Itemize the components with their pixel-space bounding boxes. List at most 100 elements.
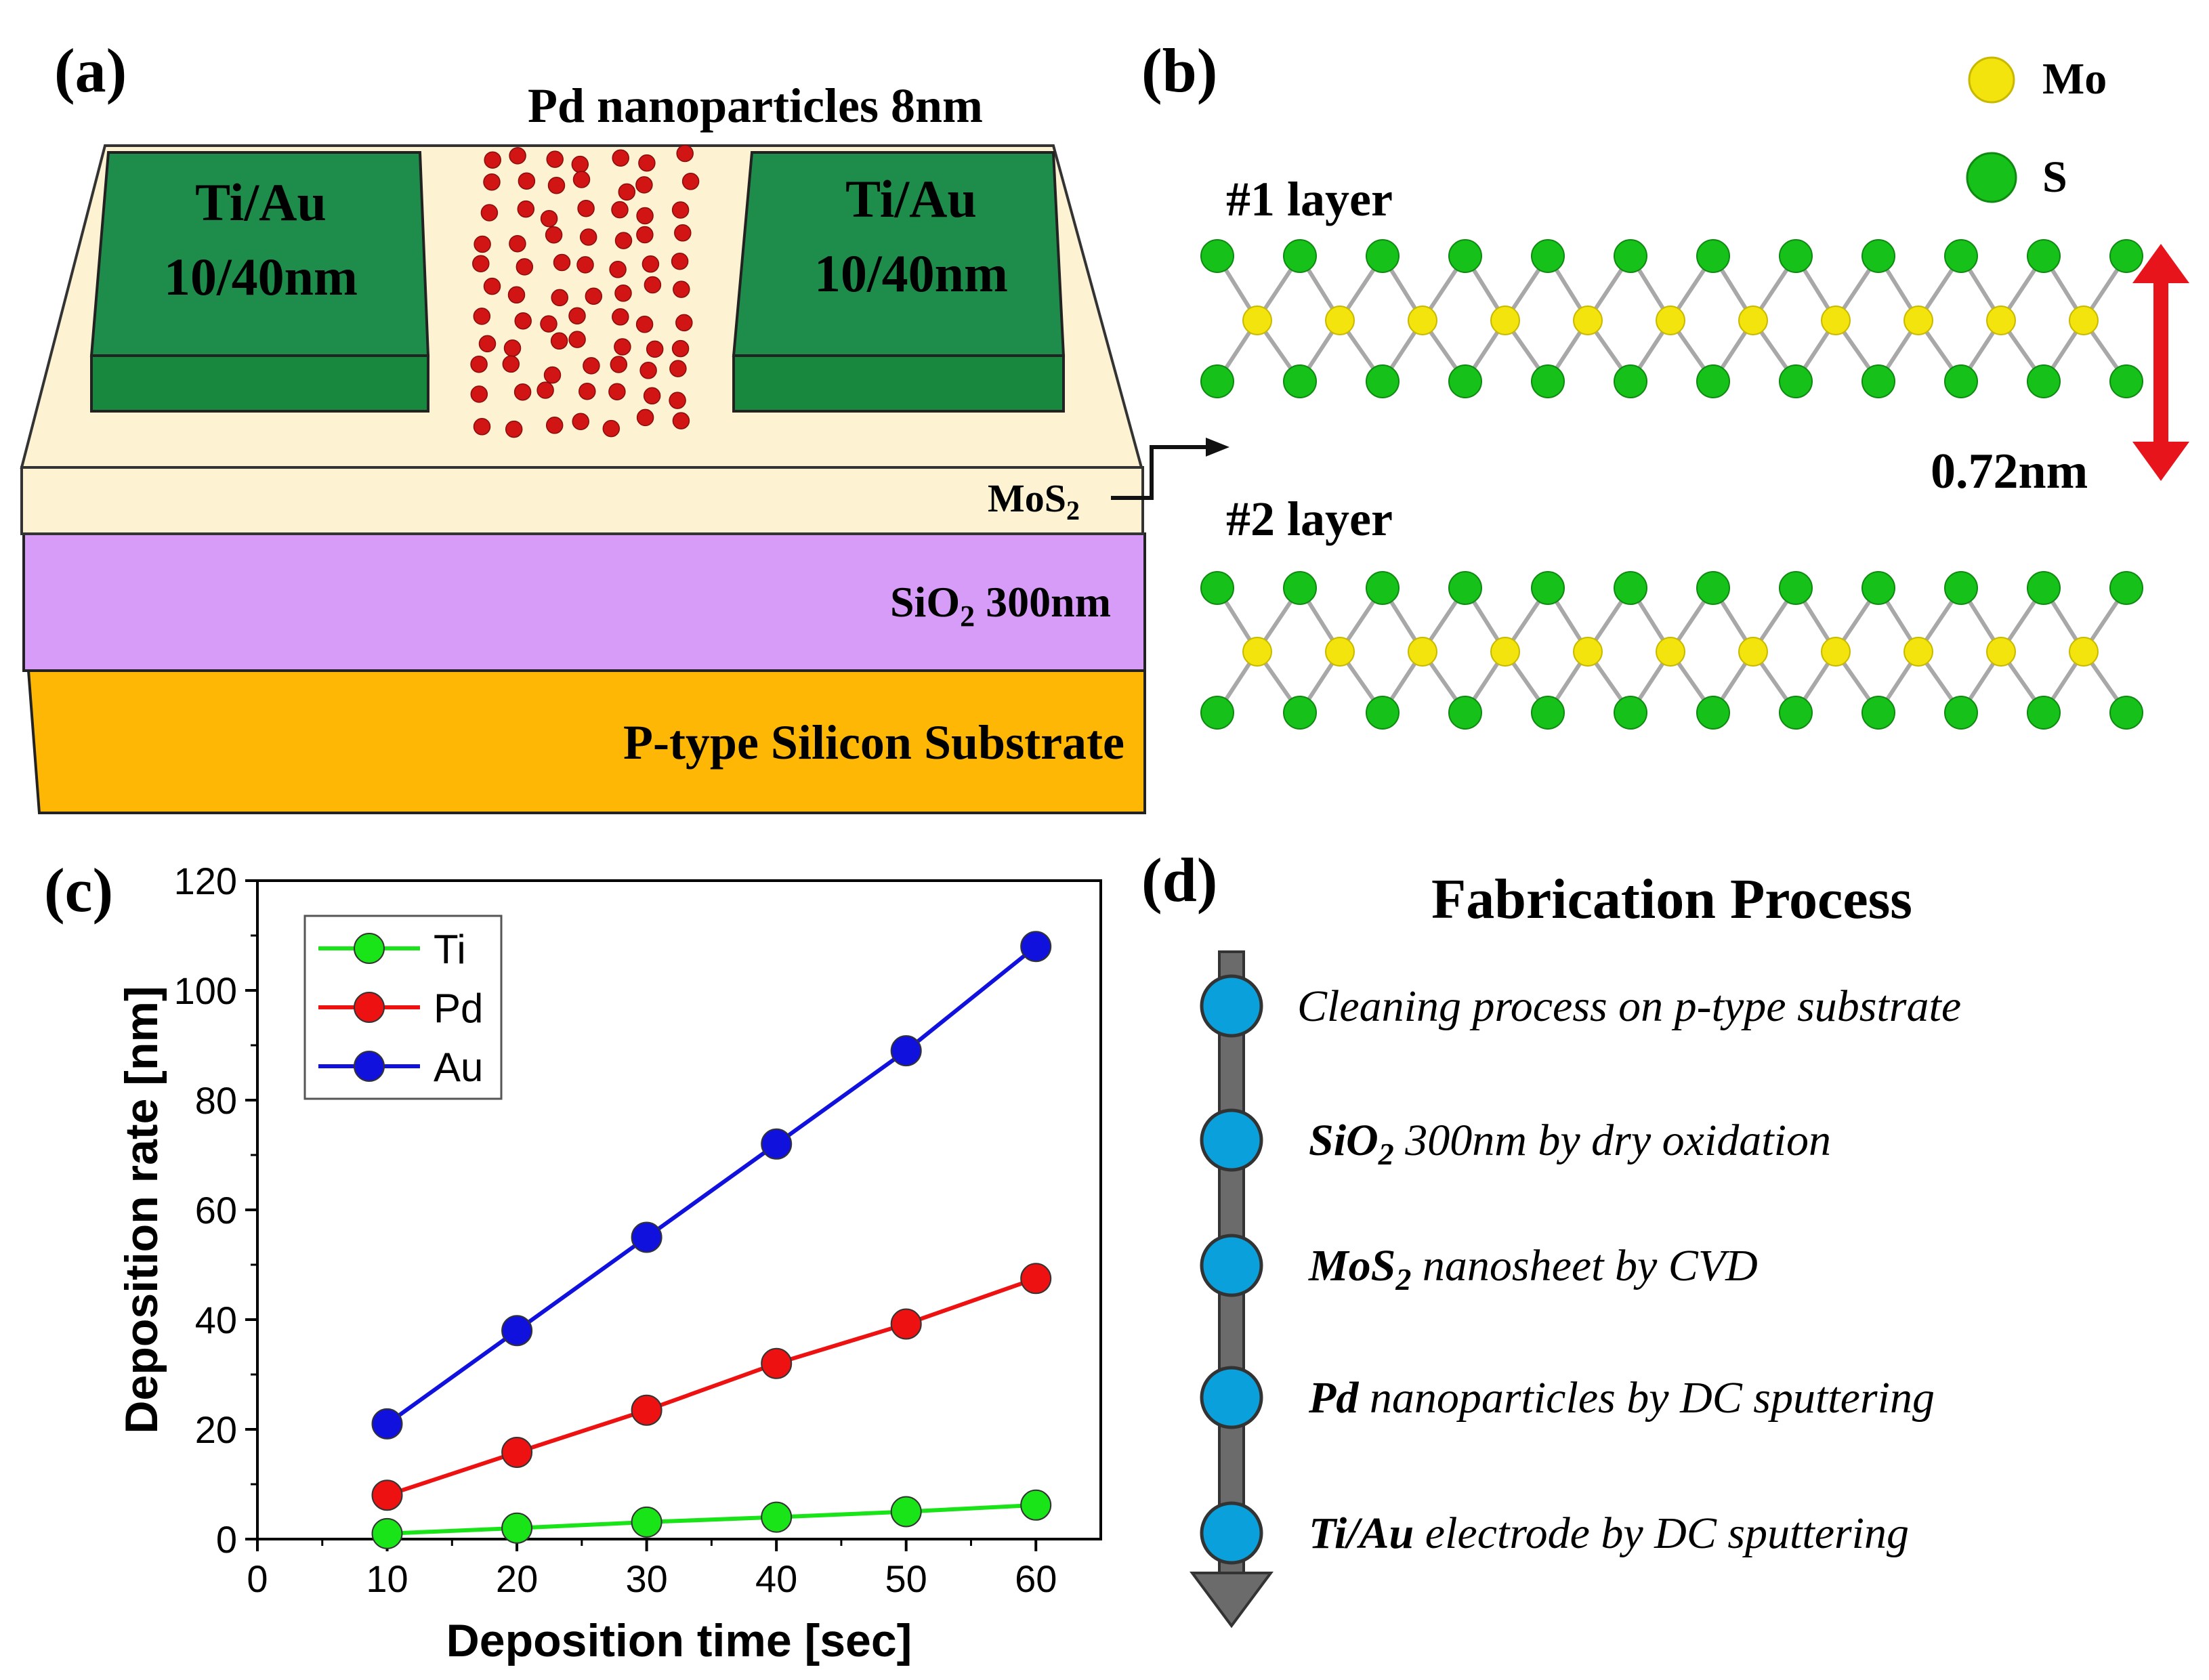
s-atom <box>1531 571 1565 605</box>
mo-atom <box>1986 637 2016 667</box>
s-atom <box>1200 571 1234 605</box>
point-au <box>1020 931 1052 963</box>
electrode-right-front <box>732 354 1065 413</box>
s-atom <box>1614 239 1647 273</box>
process-step-text: Pd nanoparticles by DC sputtering <box>1308 1373 1935 1423</box>
pd-nanoparticle <box>602 419 620 438</box>
point-pd <box>761 1347 793 1379</box>
pd-nanoparticle <box>676 144 694 163</box>
s-atom <box>1696 696 1730 730</box>
panel-c-label: (c) <box>44 856 113 925</box>
pd-nanoparticle <box>516 258 534 276</box>
layer2-label: #2 layer <box>1226 492 1393 546</box>
process-arrow-head <box>1190 1572 1274 1629</box>
pd-nanoparticle <box>635 316 654 333</box>
process-step-sub: 2 <box>1378 1137 1394 1171</box>
s-atom <box>1448 696 1482 730</box>
s-atom <box>1531 239 1565 273</box>
s-atom <box>1696 239 1730 273</box>
pd-nanoparticle <box>675 314 693 332</box>
point-ti <box>890 1496 922 1528</box>
pd-nanoparticle <box>612 308 629 326</box>
process-step-rest: nanoparticles by DC sputtering <box>1358 1373 1935 1423</box>
s-atom <box>1531 364 1565 398</box>
pd-nanoparticle <box>641 255 660 273</box>
pd-nanoparticle <box>612 149 629 167</box>
x-tick-label: 0 <box>247 1557 268 1600</box>
s-atom <box>1283 239 1317 273</box>
pd-nanoparticle <box>540 209 558 228</box>
panel-b-label: (b) <box>1141 36 1217 105</box>
pd-nanoparticle <box>545 417 564 434</box>
point-pd <box>631 1394 662 1426</box>
mo-atom <box>1490 306 1520 335</box>
series-line-ti <box>387 1503 1036 1536</box>
point-pd <box>890 1308 922 1340</box>
y-tick-label: 80 <box>195 1079 237 1122</box>
pd-nanoparticle <box>480 204 499 222</box>
s-atom <box>1779 571 1813 605</box>
mo-atom <box>1821 306 1851 335</box>
x-tick-label: 10 <box>366 1557 408 1600</box>
mos2-label-text: MoS <box>988 476 1066 520</box>
pd-nanoparticle <box>614 232 633 249</box>
x-tick-label: 20 <box>496 1557 538 1600</box>
pd-nanoparticle <box>610 356 628 373</box>
s-atom <box>1448 571 1482 605</box>
pd-nanoparticle <box>517 200 535 218</box>
pd-nanoparticle <box>503 339 522 357</box>
process-step-text: Cleaning process on p-type substrate <box>1297 982 1961 1031</box>
mos2-front-face <box>20 466 1144 535</box>
mo-atom <box>2069 637 2099 667</box>
point-ti <box>501 1512 533 1544</box>
legend-label-au: Au <box>434 1045 483 1090</box>
s-atom <box>2027 364 2061 398</box>
mo-atom <box>1242 637 1272 667</box>
mo-atom <box>1408 306 1437 335</box>
pd-nanoparticle <box>671 339 690 358</box>
pd-nanoparticle <box>609 261 627 278</box>
pd-nanoparticle <box>578 382 596 400</box>
mos2-callout-line <box>1111 445 1213 500</box>
s-atom <box>2109 696 2143 730</box>
mo-atom <box>1903 637 1933 667</box>
legend-mo-label: Mo <box>2042 54 2107 104</box>
pd-nanoparticle <box>550 332 568 350</box>
pd-nanoparticle <box>473 418 491 436</box>
pd-nanoparticle <box>478 335 497 353</box>
pd-nanoparticle <box>502 355 520 373</box>
pd-nanoparticle <box>545 226 563 244</box>
pd-nanoparticle <box>636 207 654 225</box>
s-atom <box>1366 239 1400 273</box>
y-tick-label: 0 <box>216 1518 237 1561</box>
pd-nanoparticle <box>470 385 488 403</box>
y-tick-label: 100 <box>174 969 237 1012</box>
panel-d-label: (d) <box>1141 845 1217 915</box>
panel-b: (b) Mo S #1 layer #2 layer 0.72nm <box>1141 36 2189 730</box>
pd-nanoparticle <box>518 172 536 190</box>
process-step-text: MoS2 nanosheet by CVD <box>1308 1241 1758 1297</box>
mo-atom <box>1656 637 1685 667</box>
legend-marker-ti <box>354 933 385 964</box>
s-atom <box>1696 364 1730 398</box>
process-steps: Cleaning process on p-type substrateSiO2… <box>1200 974 1961 1565</box>
mos2-label-sub: 2 <box>1066 495 1080 526</box>
pd-nanoparticle <box>571 155 589 173</box>
y-tick-label: 60 <box>195 1189 237 1232</box>
pd-nanoparticle <box>568 331 586 348</box>
sio2-layer <box>22 532 1146 672</box>
pd-nanoparticle <box>672 412 690 429</box>
pd-nanoparticle <box>644 276 662 294</box>
pd-nanoparticle <box>483 277 501 295</box>
s-atom <box>2109 571 2143 605</box>
pd-nanoparticle <box>639 362 657 379</box>
s-atom <box>1944 571 1978 605</box>
s-atom <box>1448 364 1482 398</box>
s-atom <box>1283 571 1317 605</box>
point-au <box>761 1128 793 1160</box>
layer1-label: #1 layer <box>1226 172 1393 226</box>
process-step-node <box>1200 1501 1263 1565</box>
